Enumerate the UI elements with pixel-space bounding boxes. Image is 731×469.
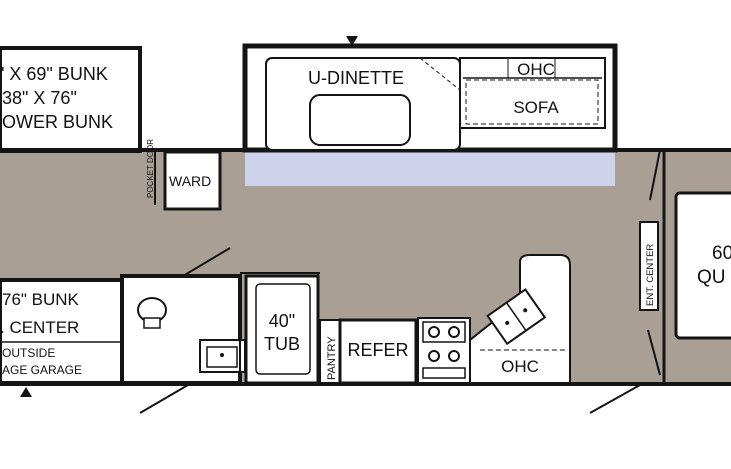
pocket-door-label: POCKET DOOR	[146, 139, 155, 198]
slideout-direction-arrow-icon	[346, 36, 358, 46]
sofa	[459, 57, 606, 129]
refrigerator	[338, 318, 418, 385]
wardrobe-label: WARD	[169, 173, 211, 189]
pantry-label: PANTRY	[326, 336, 338, 380]
top-bunk-room	[0, 46, 142, 153]
wardrobe	[163, 150, 222, 211]
bottom-bunk-room	[0, 278, 124, 385]
entry-arrow-icon	[20, 387, 32, 397]
tub-label: TUB	[264, 334, 300, 354]
top-bunk-label-2: 38" X 76"	[2, 88, 77, 108]
bottom-bunk-label: 76" BUNK	[2, 290, 80, 309]
refer-label: REFER	[347, 340, 408, 360]
ent-center-right-label: ENT. CENTER	[645, 244, 656, 306]
ent-center-right	[639, 221, 659, 311]
u-dinette-label: U-DINETTE	[308, 68, 404, 88]
bed-label: QU	[697, 267, 726, 288]
kitchen-sink-icon	[486, 288, 547, 346]
ent-center-left-label: . CENTER	[0, 318, 79, 337]
outside-label-1: OUTSIDE	[2, 346, 55, 360]
sofa-label: SOFA	[513, 98, 559, 117]
ohc-top-label: OHC	[517, 60, 555, 79]
slideout-floor	[245, 150, 615, 186]
queen-bed	[674, 191, 731, 340]
bath-door-swing	[182, 247, 231, 277]
top-bunk-label-3: OWER BUNK	[2, 112, 113, 132]
entry-door-swing	[139, 384, 189, 414]
bed-size-label: 60	[712, 243, 731, 264]
top-bunk-label-1: " X 69" BUNK	[0, 64, 108, 84]
outside-label-2: AGE GARAGE	[2, 363, 82, 377]
rear-entry-door-swing	[589, 384, 641, 414]
dinette-table	[309, 94, 411, 146]
tub-size-label: 40"	[269, 311, 295, 331]
ohc-bottom-label: OHC	[501, 357, 539, 376]
